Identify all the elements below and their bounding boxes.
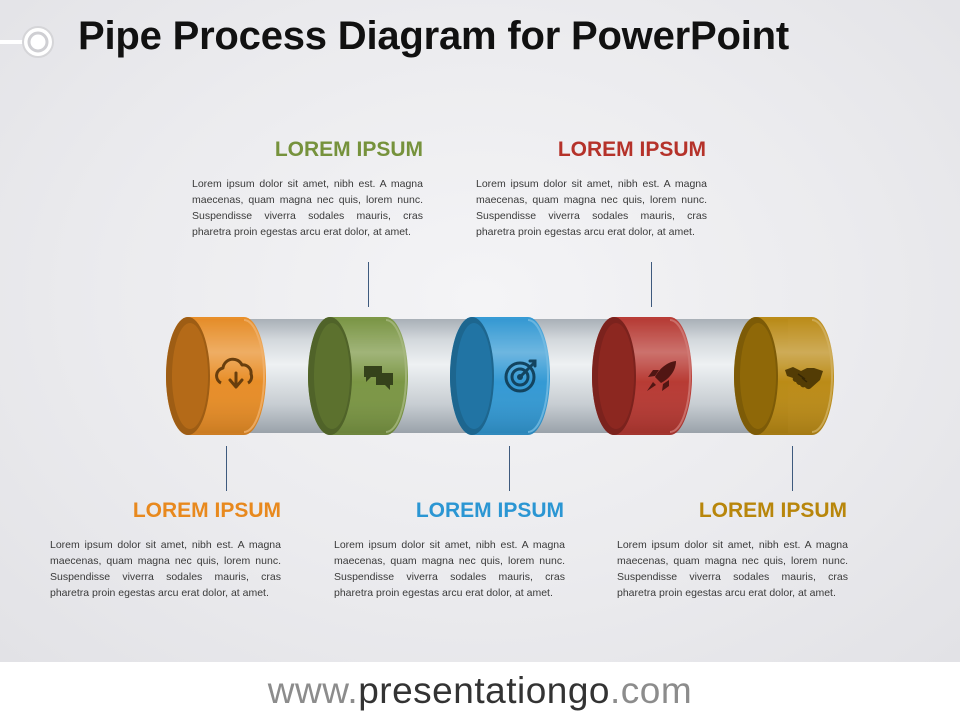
pipe-diagram [166,317,834,435]
pipe-segment-4 [592,317,692,435]
footer-url-suffix: .com [610,670,693,711]
cloud-download-icon [215,357,254,389]
step-4-body: Lorem ipsum dolor sit amet, nibh est. A … [476,178,707,238]
title-ornament-icon [0,26,54,58]
target-icon [504,359,537,393]
footer-url[interactable]: www.presentationgo.com [268,670,692,711]
step-2-body: Lorem ipsum dolor sit amet, nibh est. A … [192,178,423,238]
step-1-body: Lorem ipsum dolor sit amet, nibh est. A … [50,539,281,599]
handshake-icon [785,367,823,390]
connector-line-5 [792,446,793,491]
step-5-heading: LOREM IPSUM [698,499,847,522]
connector-line-3 [509,446,510,491]
pipe-segment-5 [734,317,834,435]
rocket-icon [647,361,676,391]
slide-canvas: Pipe Process Diagram for PowerPoint [0,0,960,662]
step-3-heading: LOREM IPSUM [415,499,564,522]
chat-bubbles-icon [364,366,393,390]
connector-line-4 [651,262,652,307]
footer: www.presentationgo.com [0,662,960,720]
step-1-heading: LOREM IPSUM [132,499,281,522]
step-4-heading: LOREM IPSUM [557,138,706,161]
step-3-body: Lorem ipsum dolor sit amet, nibh est. A … [334,539,565,599]
footer-url-prefix: www. [267,670,359,711]
step-5-body: Lorem ipsum dolor sit amet, nibh est. A … [617,539,848,599]
step-2-heading: LOREM IPSUM [274,138,423,161]
connector-line-1 [226,446,227,491]
pipe-segment-3 [450,317,550,435]
page-title: Pipe Process Diagram for PowerPoint [78,14,789,58]
footer-url-domain: presentationgo [358,670,611,711]
pipe-segment-2 [308,317,408,435]
connector-line-2 [368,262,369,307]
